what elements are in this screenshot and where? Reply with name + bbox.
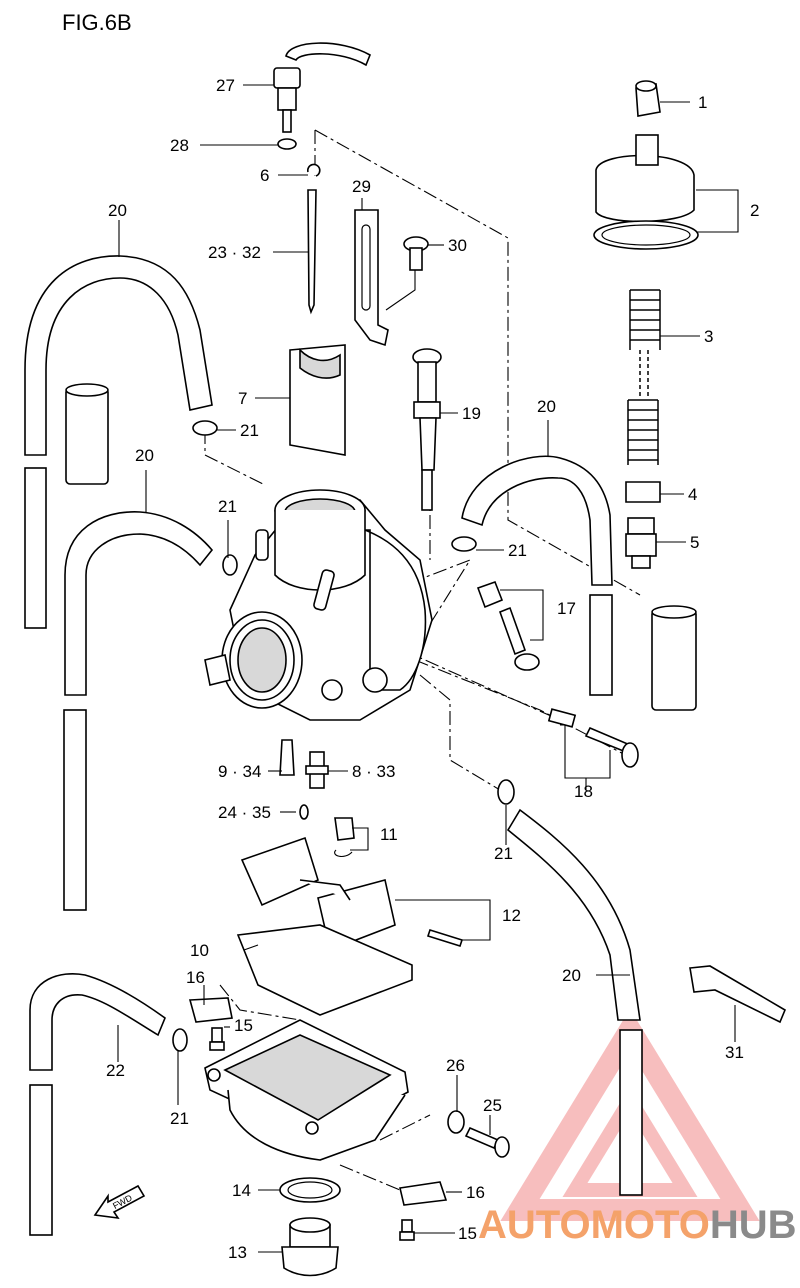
jet-needle-23 <box>307 189 317 315</box>
callout-5: 5 <box>690 533 699 552</box>
hose-top <box>285 42 372 67</box>
callout-15a: 15 <box>234 1016 253 1035</box>
top-cover-2 <box>593 134 699 250</box>
cable-adjuster-27 <box>273 67 301 133</box>
callout-14: 14 <box>232 1181 251 1200</box>
washer-28 <box>277 138 297 150</box>
hose-sleeve-left <box>65 387 109 485</box>
o-ring-26 <box>447 1110 465 1134</box>
clamp-21d <box>497 779 515 805</box>
callout-11: 11 <box>380 825 398 844</box>
callout-21d: 21 <box>494 844 513 863</box>
callout-16a: 16 <box>186 968 205 987</box>
callout-17: 17 <box>557 599 576 618</box>
clamp-21a <box>192 420 218 436</box>
fwd-arrow-icon: FWD <box>93 1184 146 1220</box>
carburetor-body <box>204 489 433 721</box>
callout-26: 26 <box>446 1056 465 1075</box>
callout-29: 29 <box>352 177 371 196</box>
callout-28: 28 <box>170 136 189 155</box>
clamp-21e <box>172 1028 188 1052</box>
bracket-16a <box>188 997 233 1023</box>
hose-sleeve-right <box>651 609 697 711</box>
needle-jet-8 <box>305 751 329 789</box>
figure-title: FIG.6B <box>62 10 132 35</box>
callout-21a: 21 <box>240 421 259 440</box>
main-jet-9 <box>279 739 295 776</box>
gasket-10 <box>236 924 413 1016</box>
drain-screw-25 <box>464 1126 510 1158</box>
callout-9: 9 · 34 <box>218 762 261 781</box>
callout-31: 31 <box>725 1043 744 1062</box>
callout-7: 7 <box>238 389 247 408</box>
callout-21c: 21 <box>508 541 527 560</box>
screw-15a <box>209 1027 225 1051</box>
callout-20c: 20 <box>537 397 556 416</box>
clamp-21b <box>222 554 238 576</box>
callout-22: 22 <box>106 1061 125 1080</box>
bracket-16b <box>399 1181 448 1206</box>
strap-31 <box>689 965 787 1024</box>
drain-plug-13 <box>281 1217 339 1277</box>
hose-20-right <box>461 455 613 696</box>
callout-30: 30 <box>448 236 467 255</box>
throttle-stop-screw-18 <box>547 708 639 768</box>
screw-15b <box>399 1219 415 1241</box>
starter-plunger-19 <box>412 348 442 511</box>
needle-valve-11 <box>334 817 355 841</box>
callout-8: 8 · 33 <box>352 762 395 781</box>
callout-13: 13 <box>228 1243 247 1262</box>
callout-23: 23 · 32 <box>208 243 261 262</box>
callout-labels: 1 2 3 4 5 6 7 8 · 33 9 · 34 10 11 12 13 … <box>106 76 759 1262</box>
callout-2: 2 <box>750 201 759 220</box>
callout-25: 25 <box>483 1096 502 1115</box>
callout-21b: 21 <box>218 497 237 516</box>
callout-10: 10 <box>190 941 209 960</box>
hose-22 <box>29 973 166 1236</box>
callout-20b: 20 <box>135 446 154 465</box>
callout-1: 1 <box>698 93 707 112</box>
leader-lines <box>117 84 739 1253</box>
callout-12: 12 <box>502 906 521 925</box>
watermark-text-a: AUTOMOTOHUB <box>478 1203 797 1247</box>
hose-20-mid <box>63 511 214 911</box>
callout-27: 27 <box>216 76 235 95</box>
callout-20d: 20 <box>562 966 581 985</box>
callout-3: 3 <box>704 327 713 346</box>
spring-3 <box>627 289 661 465</box>
callout-24: 24 · 35 <box>218 803 271 822</box>
callout-18: 18 <box>574 782 593 801</box>
callout-19: 19 <box>462 404 481 423</box>
watermark-logo: AUTOMOTOHUB <box>478 1008 797 1247</box>
callout-4: 4 <box>688 485 697 504</box>
pilot-air-screw-17 <box>476 580 540 671</box>
plunger-5 <box>625 517 657 569</box>
seal-4 <box>625 481 661 503</box>
assembly-lines <box>204 129 641 1191</box>
hose-20-left <box>24 255 213 629</box>
plate-29 <box>354 209 389 347</box>
callout-15b: 15 <box>458 1224 477 1243</box>
callout-16b: 16 <box>466 1183 485 1202</box>
clip-6 <box>307 163 321 177</box>
clamp-21c <box>451 536 477 552</box>
callout-21e: 21 <box>170 1109 189 1128</box>
o-ring-24 <box>299 804 309 820</box>
hose-20-lower <box>506 808 643 1196</box>
callout-6: 6 <box>260 166 269 185</box>
callout-20a: 20 <box>108 201 127 220</box>
float-bowl <box>204 1019 409 1161</box>
screw-30 <box>403 236 429 271</box>
